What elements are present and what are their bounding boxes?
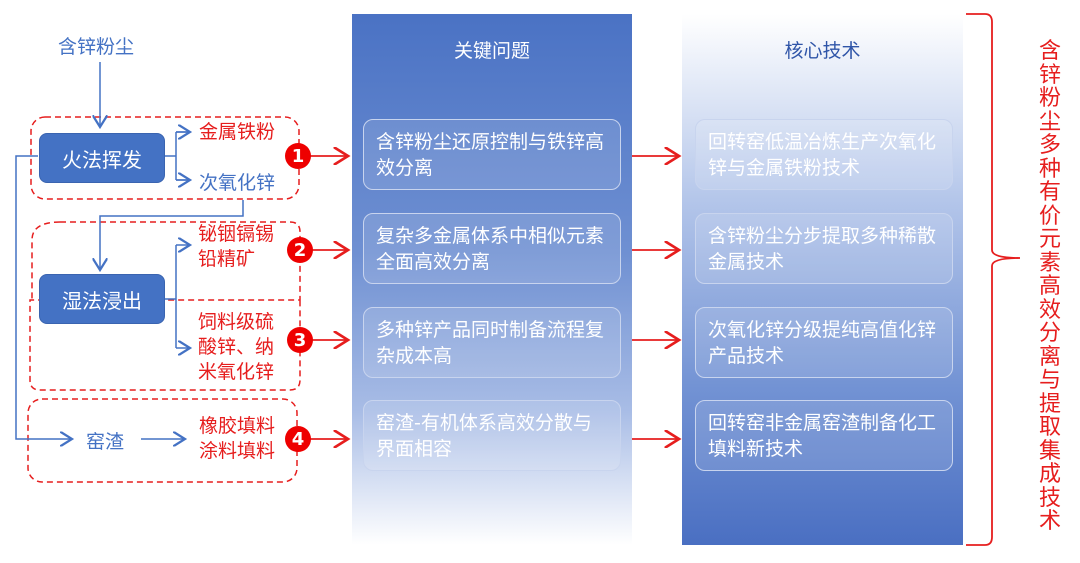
core-tech-title: 核心技术: [784, 40, 861, 62]
group-box-1: [30, 116, 300, 200]
group-box-2-3: [29, 221, 301, 391]
badge-4: 4: [285, 426, 311, 452]
product-feed: 饲料级硫酸锌、纳米氧化锌: [198, 311, 275, 383]
product-rare: 铋铟镉锡铅精矿: [198, 223, 275, 270]
issue-card: 多种锌产品同时制备流程复杂成本高: [363, 307, 621, 378]
process-slag: 窑渣: [86, 431, 125, 453]
process-pyro: 火法挥发: [39, 133, 165, 183]
summary-brace: [966, 13, 1021, 546]
key-issues-title: 关键问题: [453, 40, 530, 62]
badge-2: 2: [287, 237, 313, 263]
product-filler: 橡胶填料涂料填料: [199, 415, 276, 462]
issue-card: 窑渣-有机体系高效分散与界面相容: [363, 400, 621, 471]
issue-card: 复杂多金属体系中相似元素全面高效分离: [363, 213, 621, 284]
product-iron: 金属铁粉: [199, 121, 276, 143]
tech-card: 回转窑非金属窑渣制备化工填料新技术: [695, 400, 953, 471]
process-hydro: 湿法浸出: [39, 274, 165, 324]
tech-card: 回转窑低温冶炼生产次氧化锌与金属铁粉技术: [695, 119, 953, 190]
source-label: 含锌粉尘: [58, 36, 135, 58]
product-zno: 次氧化锌: [199, 172, 276, 194]
summary-vertical-text: 含锌粉尘多种有价元素高效分离与提取集成技术: [1038, 39, 1061, 534]
key-issues-column: 关键问题 含锌粉尘还原控制与铁锌高效分离 复杂多金属体系中相似元素全面高效分离 …: [352, 14, 632, 545]
issue-card: 含锌粉尘还原控制与铁锌高效分离: [363, 119, 621, 190]
badge-3: 3: [287, 327, 313, 353]
core-tech-column: 核心技术 回转窑低温冶炼生产次氧化锌与金属铁粉技术 含锌粉尘分步提取多种稀散金属…: [682, 14, 963, 545]
tech-card: 含锌粉尘分步提取多种稀散金属技术: [695, 213, 953, 284]
badge-1: 1: [285, 143, 311, 169]
tech-card: 次氧化锌分级提纯高值化锌产品技术: [695, 307, 953, 378]
